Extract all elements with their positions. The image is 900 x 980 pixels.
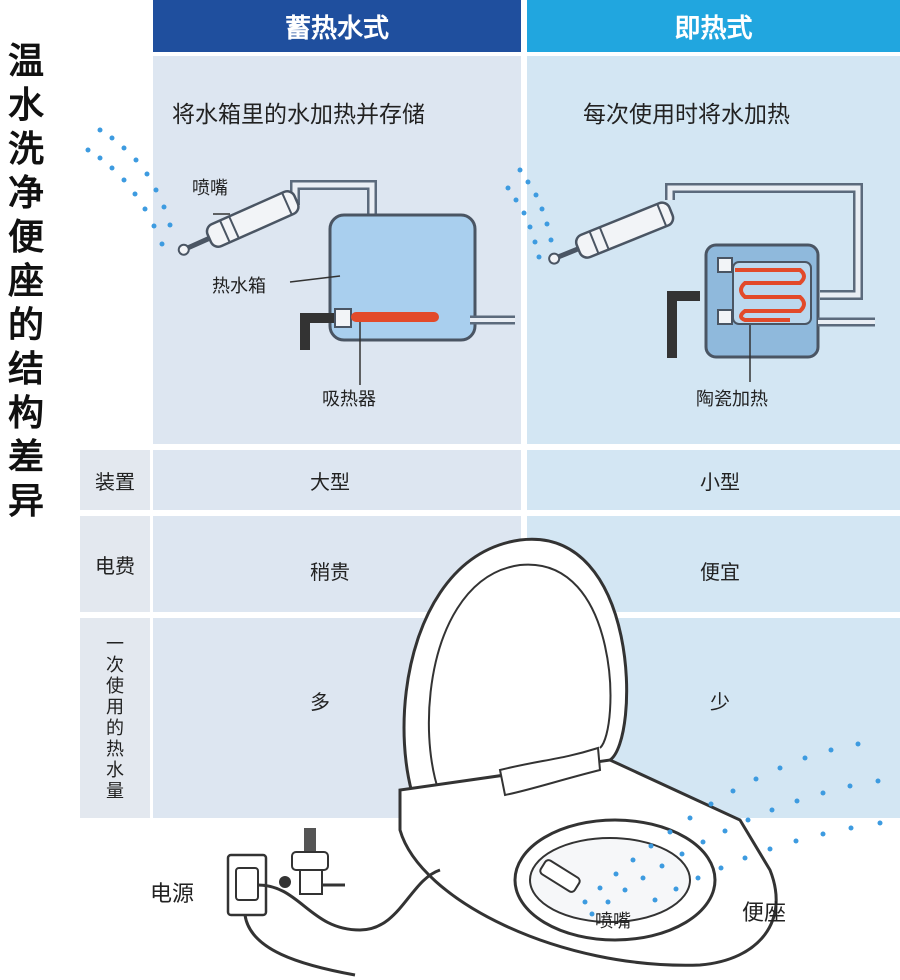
volume-instant-value: 少 (710, 689, 730, 714)
ceramic-heat-label: 陶瓷加热 (696, 389, 768, 410)
power-label: 电源 (150, 882, 195, 907)
water-valve-icon (279, 828, 345, 895)
title-char: 净 (7, 173, 44, 214)
row-label-size: 装置 (80, 450, 150, 510)
row-label-hot-water-volume: 一 次 使 用 的 热 水 量 (80, 618, 150, 818)
storage-leader-lines (213, 213, 361, 385)
row-label-char: 水 (106, 760, 124, 781)
hot-tank-label: 热水箱 (212, 276, 266, 297)
vertical-title: 温 水 洗 净 便 座 的 结 构 差 异 (0, 40, 52, 524)
instant-type-subtitle: 每次使用时将水加热 (583, 102, 790, 128)
heat-absorber-label: 吸热器 (322, 389, 376, 410)
cost-storage-value: 稍贵 (310, 559, 350, 584)
toilet-seat-icon (398, 537, 778, 967)
row-size-right-bg (527, 450, 900, 510)
row-label-char: 的 (106, 718, 124, 739)
title-char: 构 (7, 393, 44, 434)
size-storage-value: 大型 (310, 469, 350, 494)
storage-water-spray-icon (85, 127, 173, 247)
storage-nozzle-icon (177, 180, 377, 256)
cost-instant-value: 便宜 (700, 559, 740, 584)
volume-storage-value: 多 (310, 689, 330, 714)
title-char: 异 (7, 481, 44, 522)
seat-water-spray-icon (582, 741, 883, 917)
nozzle-label-seat: 喷嘴 (595, 911, 631, 932)
title-char: 的 (7, 305, 44, 346)
row-label-char: 热 (106, 739, 124, 760)
storage-type-subtitle: 将水箱里的水加热并存储 (172, 102, 425, 128)
title-char: 温 (7, 41, 44, 82)
title-char: 便 (7, 217, 44, 258)
ceramic-heater-icon (667, 243, 875, 382)
seat-label: 便座 (742, 901, 787, 926)
title-char: 结 (7, 349, 44, 390)
row-label-char: 用 (106, 697, 124, 718)
title-char: 水 (7, 85, 44, 126)
title-char: 座 (7, 261, 44, 302)
title-char: 洗 (7, 129, 44, 170)
heat-absorber-icon (334, 308, 439, 328)
row-label-char: 次 (106, 655, 124, 676)
size-instant-value: 小型 (700, 469, 740, 494)
instant-type-header: 即热式 (527, 0, 900, 52)
nozzle-label-storage: 喷嘴 (192, 178, 228, 199)
power-outlet-icon (226, 853, 441, 977)
row-label-char: 量 (106, 781, 124, 802)
row-label-char: 一 (106, 634, 124, 655)
instant-nozzle-icon (548, 183, 863, 300)
title-char: 差 (7, 437, 44, 478)
row-size-left-bg (153, 450, 521, 510)
hot-water-tank-icon (300, 213, 515, 350)
row-label-cost: 电费 (80, 516, 150, 612)
row-label-char: 使 (106, 676, 124, 697)
instant-water-spray-icon (505, 167, 557, 260)
storage-type-header: 蓄热水式 (153, 0, 521, 52)
